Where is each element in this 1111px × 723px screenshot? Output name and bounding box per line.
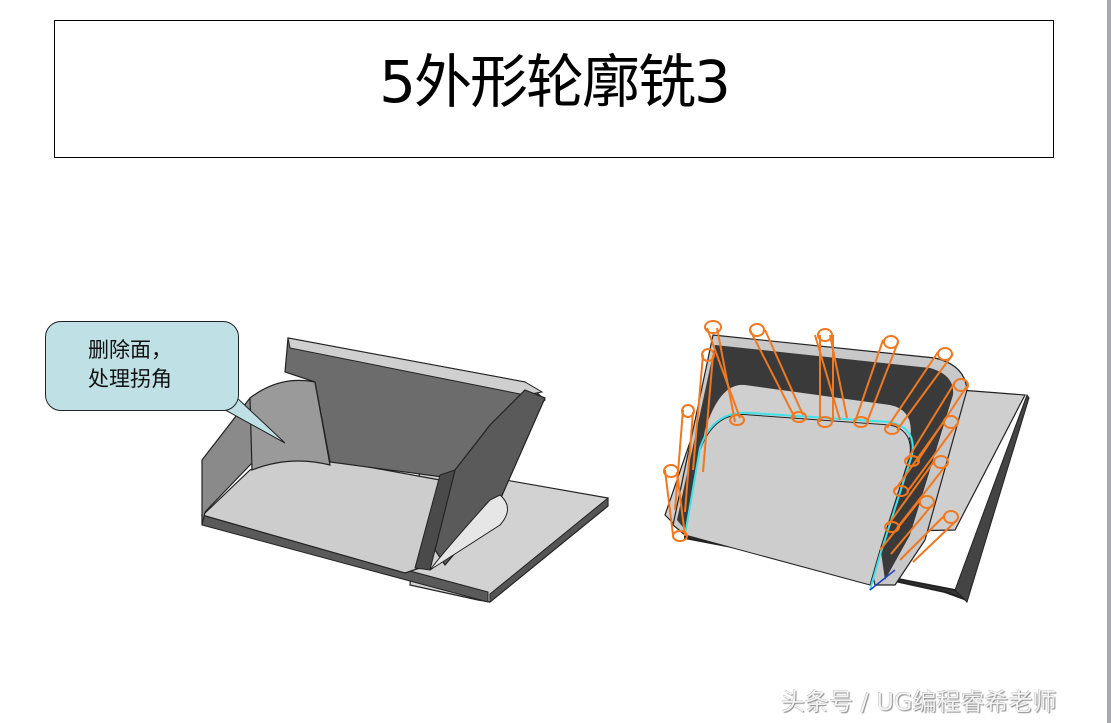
slide-title: 5外形轮廓铣3 [379, 48, 731, 116]
callout-bubble: 删除面， 处理拐角 [45, 321, 239, 411]
part-model-figure [200, 337, 609, 604]
callout-line-2: 处理拐角 [88, 367, 172, 391]
watermark: 头条号 / UG编程睿希老师 [781, 688, 1057, 716]
callout-line-1: 删除面， [88, 338, 172, 362]
title-box: 5外形轮廓铣3 [54, 20, 1054, 158]
toolpath-figure [663, 320, 1030, 603]
scrollbar-edge [1107, 0, 1111, 723]
callout-text: 删除面， 处理拐角 [88, 336, 172, 394]
